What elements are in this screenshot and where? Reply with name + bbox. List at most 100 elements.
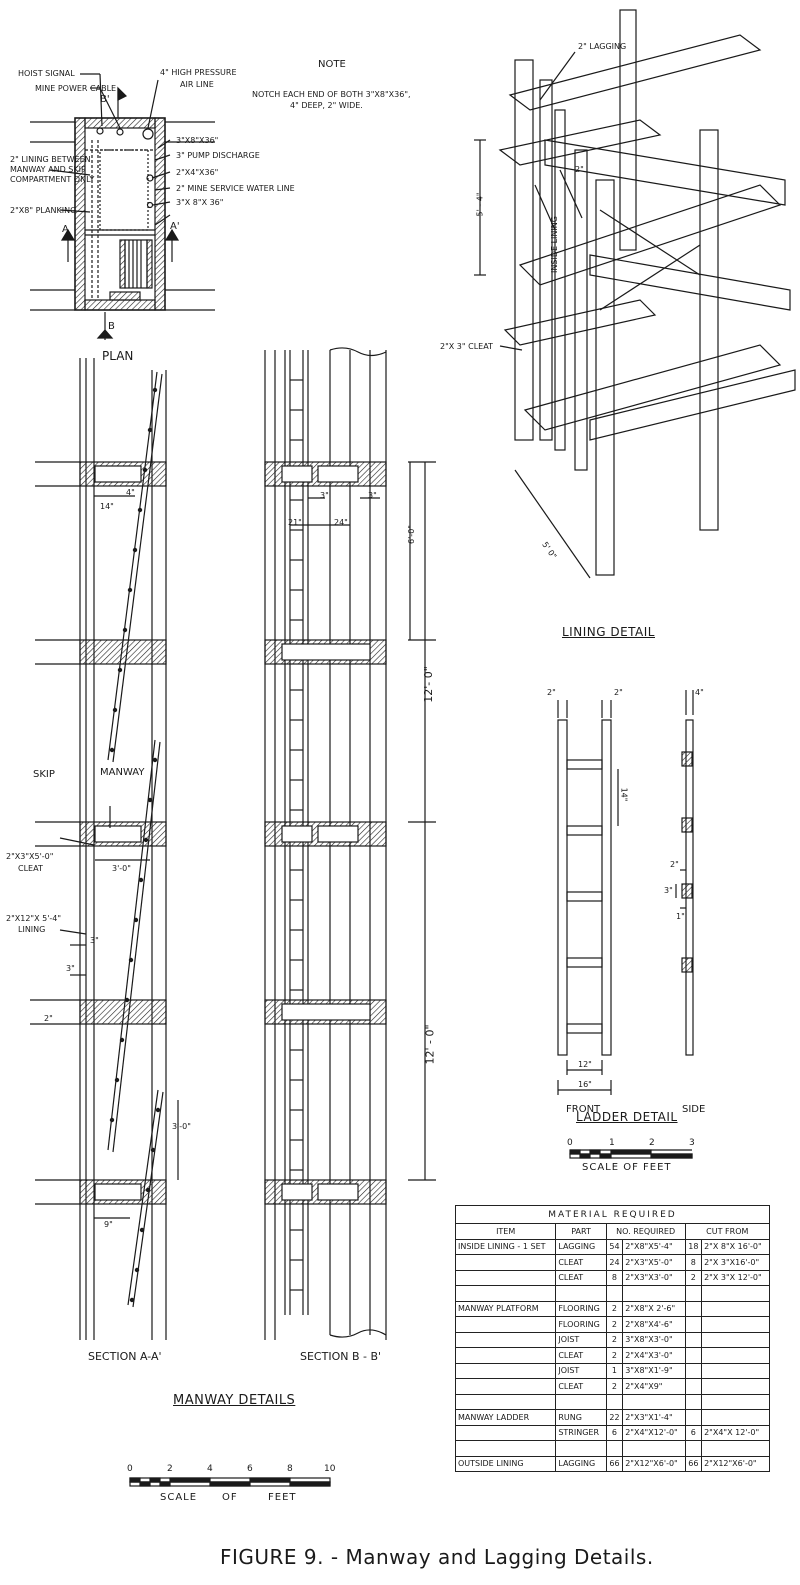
table-cell: 2"X 3"X16'-0" bbox=[701, 1254, 770, 1271]
table-cell bbox=[701, 1347, 770, 1364]
planking-label: 2"X8" PLANKING bbox=[10, 206, 77, 215]
table-cell: FLOORING bbox=[555, 1316, 607, 1333]
large-scale-label-1: SCALE bbox=[160, 1492, 198, 1503]
lining-detail-title: LINING DETAIL bbox=[562, 625, 655, 639]
table-cell bbox=[555, 1440, 607, 1457]
table-cell bbox=[701, 1378, 770, 1395]
table-cell: 2 bbox=[605, 1347, 624, 1364]
table-cell: RUNG bbox=[555, 1409, 607, 1426]
col-header-part: PART bbox=[555, 1223, 607, 1240]
table-cell: OUTSIDE LINING bbox=[454, 1455, 557, 1472]
plan-r5-label: 3"X 8"X 36" bbox=[176, 198, 224, 207]
cleat-label-1: 2"X3"X5'-0" bbox=[6, 852, 54, 861]
table-cell: CLEAT bbox=[555, 1254, 607, 1271]
large-scale-tick-2: 2 bbox=[167, 1464, 173, 1474]
ladder-dim-14in: 14" bbox=[619, 787, 629, 802]
table-cell: 24 bbox=[605, 1254, 624, 1271]
plan-r2-label: 3" PUMP DISCHARGE bbox=[176, 151, 260, 160]
dim-2in: 2" bbox=[44, 1014, 53, 1023]
bb-dim-3in-b: 3" bbox=[368, 491, 377, 500]
table-cell bbox=[605, 1285, 624, 1302]
table-cell: CLEAT bbox=[555, 1269, 607, 1286]
table-cell: STRINGER bbox=[555, 1424, 607, 1441]
table-cell: 8 bbox=[684, 1254, 703, 1271]
table-cell: INSIDE LINING - 1 SET bbox=[454, 1238, 557, 1255]
table-cell: 2"X8"X 2'-6" bbox=[622, 1300, 686, 1317]
dim-14in: 14" bbox=[100, 502, 114, 511]
table-cell bbox=[701, 1440, 770, 1457]
table-row bbox=[454, 1285, 770, 1302]
table-cell: 18 bbox=[684, 1238, 703, 1255]
lining-detail-view bbox=[474, 9, 796, 579]
table-cell bbox=[684, 1331, 703, 1348]
ladder-rungs-bb bbox=[290, 379, 303, 1291]
table-cell bbox=[454, 1254, 557, 1271]
table-cell: 2"X12"X6'-0" bbox=[701, 1455, 770, 1472]
section-b-marker: B bbox=[108, 321, 115, 332]
table-cell: 2"X 3"X 12'-0" bbox=[701, 1269, 770, 1286]
table-cell bbox=[684, 1393, 703, 1410]
inside-lining-label: INSIDE LINING bbox=[549, 216, 559, 273]
section-aa-view bbox=[30, 358, 179, 1340]
large-scale-label-3: FEET bbox=[268, 1492, 297, 1503]
large-scale-bar bbox=[129, 1477, 331, 1487]
dim-3ft: 3'-0" bbox=[112, 864, 131, 873]
table-cell bbox=[454, 1378, 557, 1395]
air-line-label-1: 4" HIGH PRESSURE bbox=[160, 68, 237, 77]
large-scale-tick-6: 6 bbox=[247, 1464, 253, 1474]
plan-r4-label: 2" MINE SERVICE WATER LINE bbox=[176, 184, 295, 193]
col-header-no-required: NO. REQUIRED bbox=[605, 1223, 686, 1240]
small-scale-bar bbox=[569, 1149, 693, 1159]
bb-dim-21in: 21" bbox=[288, 518, 302, 527]
lining-label-2: LINING bbox=[18, 925, 46, 934]
table-cell: CLEAT bbox=[555, 1347, 607, 1364]
table-cell bbox=[701, 1300, 770, 1317]
table-cell: LAGGING bbox=[555, 1238, 607, 1255]
ladder-side-label: SIDE bbox=[682, 1104, 706, 1115]
table-cell: 2"X4"X12'-0" bbox=[622, 1424, 686, 1441]
table-cell bbox=[684, 1362, 703, 1379]
note-line-1: NOTCH EACH END OF BOTH 3"X8"X36", bbox=[252, 90, 411, 99]
table-cell: MANWAY PLATFORM bbox=[454, 1300, 557, 1317]
skip-label: SKIP bbox=[33, 769, 55, 780]
ladder-dim-1in: 1" bbox=[676, 912, 685, 921]
air-line-label-2: AIR LINE bbox=[180, 80, 214, 89]
table-cell bbox=[454, 1316, 557, 1333]
lining-between-label-1: 2" LINING BETWEEN bbox=[10, 155, 91, 164]
ladder-dim-2in-c: 2" bbox=[670, 860, 679, 869]
small-scale-tick-0: 0 bbox=[567, 1138, 573, 1148]
large-scale-tick-8: 8 bbox=[287, 1464, 293, 1474]
manway-details-title: MANWAY DETAILS bbox=[173, 1393, 296, 1408]
ladder-dim-2in-a: 2" bbox=[547, 688, 556, 697]
bb-dim-24in: 24" bbox=[334, 518, 348, 527]
table-cell: 2 bbox=[684, 1269, 703, 1286]
lagging-label: 2" LAGGING bbox=[578, 42, 627, 51]
plan-r1-label: 3"X8"X36" bbox=[176, 136, 219, 145]
table-cell: LAGGING bbox=[555, 1455, 607, 1472]
lining-label-1: 2"X12"X 5'-4" bbox=[6, 914, 62, 923]
lining-between-label-3: COMPARTMENT ONLY bbox=[10, 175, 95, 184]
table-cell: 2"X8"X4'-6" bbox=[622, 1316, 686, 1333]
table-cell: MANWAY LADDER bbox=[454, 1409, 557, 1426]
power-cable-label: MINE POWER CABLE bbox=[35, 84, 117, 93]
table-cell: JOIST bbox=[555, 1331, 607, 1348]
table-cell bbox=[555, 1285, 607, 1302]
hoist-signal-label: HOIST SIGNAL bbox=[18, 69, 75, 78]
table-cell: 6 bbox=[605, 1424, 624, 1441]
note-title: NOTE bbox=[318, 59, 346, 70]
table-cell bbox=[701, 1393, 770, 1410]
table-cell bbox=[555, 1393, 607, 1410]
plan-title: PLAN bbox=[102, 349, 134, 363]
section-a2-marker: A' bbox=[170, 221, 180, 232]
table-cell bbox=[684, 1440, 703, 1457]
table-cell: 3"X8"X1'-9" bbox=[622, 1362, 686, 1379]
table-cell bbox=[684, 1409, 703, 1426]
table-cell: 2"X3"X3'-0" bbox=[622, 1269, 686, 1286]
table-cell bbox=[454, 1393, 557, 1410]
table-cell: CLEAT bbox=[555, 1378, 607, 1395]
